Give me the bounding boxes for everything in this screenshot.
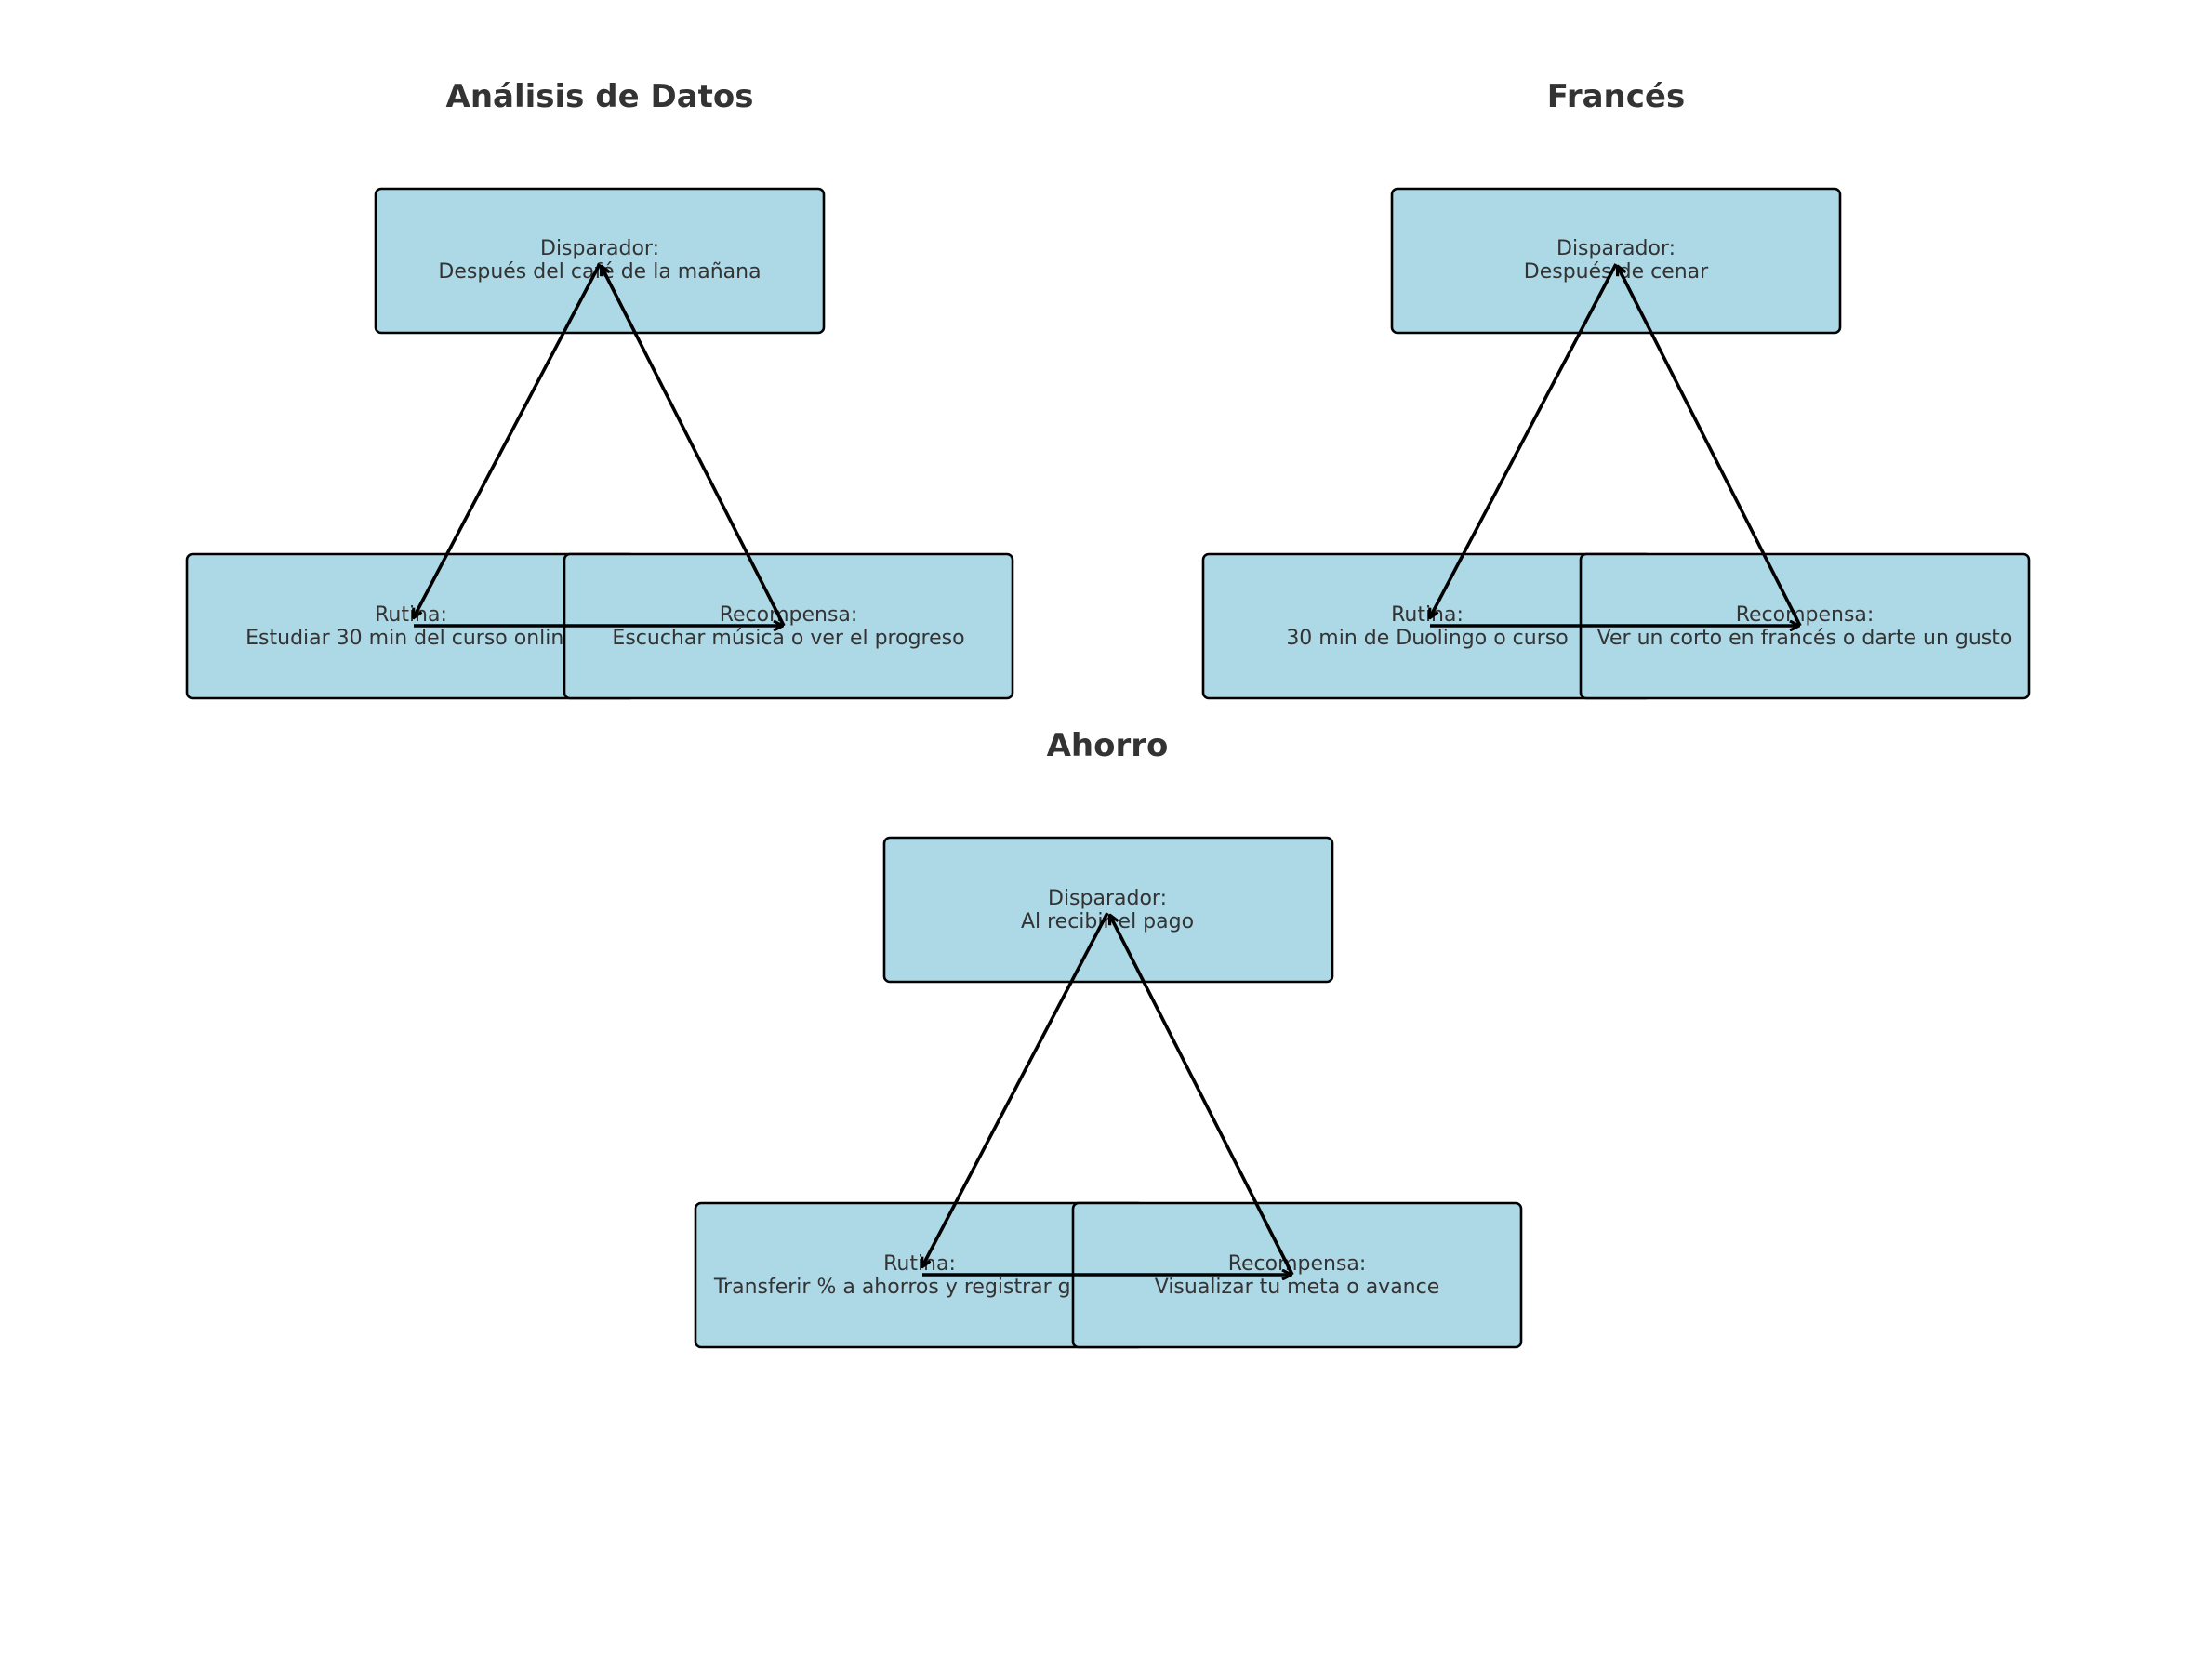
arrow-trigger-to-routine [922, 912, 1109, 1266]
trigger-label: Disparador: [1048, 887, 1167, 910]
diagram-title: Análisis de Datos [446, 78, 754, 115]
reward-text: Ver un corto en francés o darte un gusto [1597, 627, 2013, 650]
arrow-reward-to-trigger [602, 267, 786, 627]
trigger-text: Después de cenar [1524, 260, 1709, 284]
diagram-title: Ahorro [1047, 727, 1169, 764]
diagram-frances: Francés Disparador: Después de cenar Rut… [1201, 78, 2031, 700]
reward-label: Recompensa: [1228, 1252, 1367, 1276]
arrow-reward-to-trigger [1618, 267, 1802, 627]
arrow-trigger-to-routine [1430, 263, 1618, 617]
reward-label: Recompensa: [720, 603, 858, 627]
trigger-box: Disparador: Después del café de la mañan… [374, 187, 826, 335]
routine-text: Transferir % a ahorros y registrar gasto… [713, 1276, 1125, 1299]
reward-text: Visualizar tu meta o avance [1155, 1276, 1440, 1299]
routine-text: 30 min de Duolingo o curso [1286, 627, 1568, 650]
trigger-text: Después del café de la mañana [438, 260, 761, 284]
trigger-box: Disparador: Al recibir el pago [882, 836, 1334, 984]
routine-label: Rutina: [883, 1252, 956, 1276]
trigger-label: Disparador: [1556, 237, 1676, 260]
reward-label: Recompensa: [1736, 603, 1874, 627]
arrow-trigger-to-routine [414, 263, 602, 617]
diagram-title: Francés [1547, 78, 1685, 115]
diagram-ahorro: Ahorro Disparador: Al recibir el pago Ru… [694, 727, 1523, 1349]
routine-text: Estudiar 30 min del curso online [245, 627, 576, 650]
arrow-reward-to-trigger [1110, 916, 1294, 1276]
trigger-box: Disparador: Después de cenar [1390, 187, 1842, 335]
diagram-analisis-datos: Análisis de Datos Disparador: Después de… [185, 78, 1014, 700]
reward-text: Escuchar música o ver el progreso [612, 627, 964, 650]
routine-box: Rutina: 30 min de Duolingo o curso [1201, 552, 1653, 700]
trigger-label: Disparador: [540, 237, 659, 260]
routine-label: Rutina: [1391, 603, 1464, 627]
routine-label: Rutina: [375, 603, 447, 627]
